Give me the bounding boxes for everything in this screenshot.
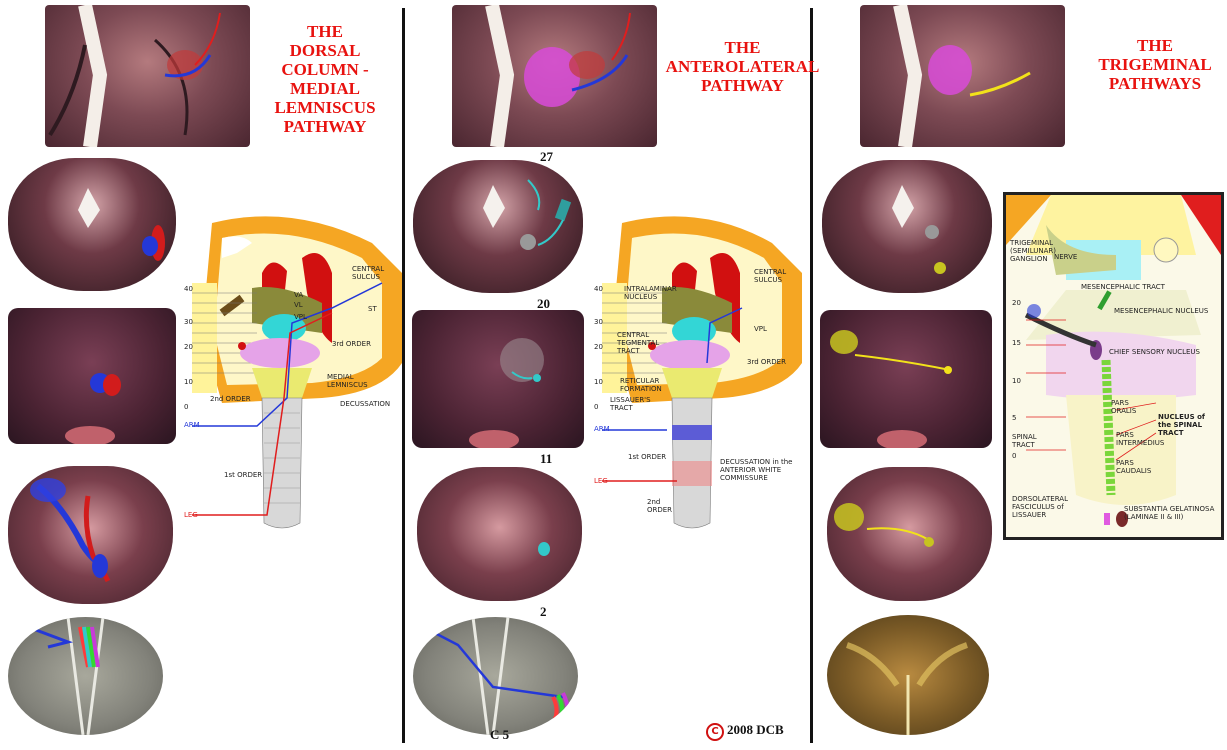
label-dorsolateral: DORSOLATERAL FASCICULUS of LISSAUER bbox=[1012, 495, 1068, 519]
tick-10: 10 bbox=[184, 378, 193, 386]
label-pars-oralis: PARS ORALIS bbox=[1111, 399, 1137, 415]
slice-label-c5: C 5 bbox=[490, 727, 510, 742]
label-intralaminar: INTRALAMINAR NUCLEUS bbox=[624, 285, 677, 301]
label-spinal-tract: SPINAL TRACT bbox=[1012, 433, 1037, 449]
label-second-order: 2nd ORDER bbox=[210, 395, 251, 403]
brainstem-slice-pons bbox=[412, 310, 584, 448]
tick-15: 15 bbox=[1012, 339, 1021, 347]
tick-5: 5 bbox=[1012, 414, 1017, 422]
title-line: THE bbox=[724, 38, 761, 57]
title-line: THE bbox=[307, 22, 343, 41]
label-third-order: 3rd ORDER bbox=[747, 358, 786, 366]
coronal-brain-drawing bbox=[48, 5, 221, 147]
tick-40: 40 bbox=[594, 285, 603, 293]
slice-number-2: 2 bbox=[540, 604, 547, 619]
slice-number-20: 20 bbox=[537, 296, 550, 311]
slice-number-27: 27 bbox=[540, 149, 553, 164]
tick-0: 0 bbox=[594, 403, 599, 411]
label-first-order: 1st ORDER bbox=[628, 453, 667, 461]
title-line: ANTEROLATERAL bbox=[665, 57, 820, 76]
label-vpl: VPL bbox=[294, 313, 307, 321]
title-line: PATHWAYS bbox=[1108, 74, 1202, 93]
title-line: MEDIAL LEMNISCUS bbox=[274, 79, 376, 117]
tick-0: 0 bbox=[184, 403, 189, 411]
tick-30: 30 bbox=[594, 318, 603, 326]
tick-40: 40 bbox=[184, 285, 193, 293]
trigeminal-schematic: TRIGEMINAL (SEMILUNAR) GANGLION NERVE ME… bbox=[1003, 192, 1224, 540]
title-line: DORSAL COLUMN - bbox=[281, 41, 369, 79]
label-third-order: 3rd ORDER bbox=[332, 340, 371, 348]
tick-10: 10 bbox=[1012, 377, 1021, 385]
tick-20: 20 bbox=[1012, 299, 1021, 307]
trigeminal-drawing bbox=[1006, 195, 1221, 527]
tick-30: 30 bbox=[184, 318, 193, 326]
tick-20: 20 bbox=[184, 343, 193, 351]
copyright-text: 2008 DCB bbox=[727, 722, 784, 737]
label-reticular: RETICULAR FORMATION bbox=[620, 377, 662, 393]
label-second-order: 2nd ORDER bbox=[647, 498, 673, 514]
brainstem-slice-medulla bbox=[8, 466, 173, 604]
label-mesencephalic-nucleus: MESENCEPHALIC NUCLEUS bbox=[1114, 307, 1209, 315]
title-line: PATHWAY bbox=[283, 117, 367, 136]
label-st: ST bbox=[368, 305, 377, 313]
label-mesencephalic-tract: MESENCEPHALIC TRACT bbox=[1081, 283, 1165, 291]
divider-right bbox=[810, 8, 813, 743]
label-nerve: NERVE bbox=[1054, 253, 1078, 261]
label-chief-sensory: CHIEF SENSORY NUCLEUS bbox=[1109, 348, 1200, 356]
label-decussation: DECUSSATION bbox=[340, 400, 391, 408]
label-pars-intermedius: PARS INTERMEDIUS bbox=[1116, 431, 1165, 447]
title-line: PATHWAY bbox=[701, 76, 784, 95]
coronal-brain-image bbox=[860, 5, 1065, 147]
label-central-tegmental: CENTRAL TEGMENTAL TRACT bbox=[617, 331, 660, 355]
spinal-cord-section bbox=[413, 617, 578, 735]
slice-number-11: 11 bbox=[540, 451, 553, 466]
divider-left bbox=[402, 8, 405, 743]
spinal-cord-section bbox=[827, 615, 989, 735]
title-dorsal-column: THE DORSAL COLUMN - MEDIAL LEMNISCUS PAT… bbox=[250, 22, 400, 136]
label-substantia: SUBSTANTIA GELATINOSA (LAMINAE II & III) bbox=[1124, 505, 1215, 521]
schematic-drawing bbox=[192, 216, 402, 529]
title-line: TRIGEMINAL bbox=[1098, 55, 1212, 74]
label-leg: LEG bbox=[184, 511, 198, 519]
label-pars-caudalis: PARS CAUDALIS bbox=[1116, 459, 1152, 475]
label-nucleus-spinal: NUCLEUS of the SPINAL TRACT bbox=[1158, 413, 1205, 437]
tick-0: 0 bbox=[1012, 452, 1017, 460]
label-leg: LEG bbox=[594, 477, 608, 485]
brainstem-slice-medulla bbox=[827, 467, 992, 601]
brainstem-slice-medulla bbox=[417, 467, 582, 601]
anterolateral-schematic: INTRALAMINAR NUCLEUS CENTRAL TEGMENTAL T… bbox=[592, 213, 804, 533]
label-central-sulcus: CENTRAL SULCUS bbox=[754, 268, 787, 284]
title-line: THE bbox=[1137, 36, 1173, 55]
spinal-cord-section bbox=[8, 617, 163, 735]
tick-20: 20 bbox=[594, 343, 603, 351]
label-vl: VL bbox=[294, 301, 303, 309]
copyright-icon: C bbox=[706, 723, 724, 741]
brainstem-slice-midbrain bbox=[822, 160, 992, 293]
brainstem-slice-pons bbox=[8, 308, 176, 444]
label-lissauer: LISSAUER'S TRACT bbox=[610, 396, 651, 412]
label-vpl: VPL bbox=[754, 325, 767, 333]
title-trigeminal: THE TRIGEMINAL PATHWAYS bbox=[1095, 36, 1215, 93]
label-central-sulcus: CENTRAL SULCUS bbox=[352, 265, 385, 281]
label-va: VA bbox=[294, 291, 304, 299]
coronal-brain-image bbox=[45, 5, 250, 147]
brainstem-slice-midbrain bbox=[8, 158, 176, 291]
dorsal-column-schematic: CENTRAL SULCUS 3rd ORDER MEDIAL LEMNISCU… bbox=[182, 213, 404, 533]
label-medial-lemniscus: MEDIAL LEMNISCUS bbox=[327, 373, 368, 389]
label-first-order: 1st ORDER bbox=[224, 471, 263, 479]
tick-10: 10 bbox=[594, 378, 603, 386]
brainstem-slice-midbrain bbox=[413, 160, 583, 293]
label-trigeminal-ganglion: TRIGEMINAL (SEMILUNAR) GANGLION bbox=[1010, 239, 1056, 263]
label-arm: ARM bbox=[184, 421, 200, 429]
coronal-brain-image bbox=[452, 5, 657, 147]
brainstem-slice-pons bbox=[820, 310, 992, 448]
title-anterolateral: THE ANTEROLATERAL PATHWAY bbox=[660, 38, 825, 95]
label-decussation: DECUSSATION in the ANTERIOR WHITE COMMIS… bbox=[720, 458, 793, 482]
label-arm: ARM bbox=[594, 425, 610, 433]
